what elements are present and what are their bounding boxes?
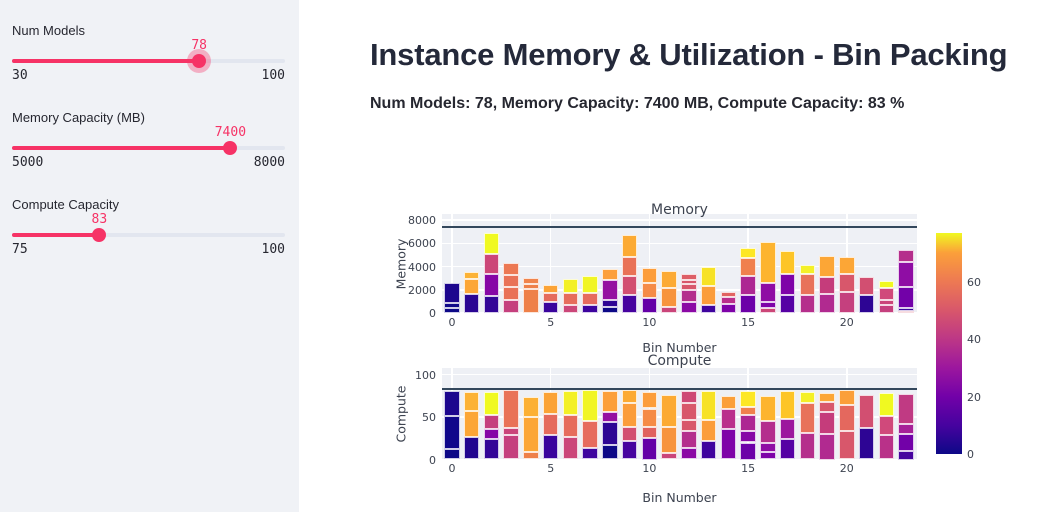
slider-max-compute-capacity: 100	[261, 242, 285, 257]
num-models-slider-fill	[12, 59, 200, 63]
slider-min-compute-capacity: 75	[12, 242, 28, 257]
slider-group-num-models: Num Models 78 30 100	[12, 23, 287, 87]
memory-capacity-slider-fill	[12, 146, 231, 150]
slider-minmax-memory-capacity: 5000 8000	[12, 155, 285, 170]
subtitle-params: Num Models: 78, Memory Capacity: 7400 MB…	[370, 95, 905, 112]
slider-value-memory-capacity: 7400	[214, 125, 247, 140]
compute-capacity-slider-track[interactable]	[12, 228, 285, 242]
slider-min-num-models: 30	[12, 68, 28, 83]
slider-max-num-models: 100	[261, 68, 285, 83]
slider-min-memory-capacity: 5000	[12, 155, 44, 170]
memory-capacity-slider-track[interactable]	[12, 141, 285, 155]
num-models-slider-track[interactable]	[12, 54, 285, 68]
page-title: Instance Memory & Utilization - Bin Pack…	[370, 37, 1008, 72]
main-content: Instance Memory & Utilization - Bin Pack…	[299, 0, 1063, 512]
memory-capacity-slider-thumb[interactable]	[223, 141, 238, 155]
compute-capacity-slider-fill	[12, 233, 100, 237]
slider-value-compute-capacity: 83	[91, 212, 108, 227]
slider-group-memory-capacity: Memory Capacity (MB) 7400 5000 8000	[12, 110, 287, 174]
slider-label-num-models: Num Models	[12, 23, 85, 38]
slider-max-memory-capacity: 8000	[253, 155, 285, 170]
compute-capacity-slider-thumb[interactable]	[92, 228, 107, 242]
slider-label-memory-capacity: Memory Capacity (MB)	[12, 110, 145, 125]
num-models-slider-thumb[interactable]	[192, 54, 207, 68]
slider-minmax-num-models: 30 100	[12, 68, 285, 83]
slider-value-num-models: 78	[191, 38, 208, 53]
slider-label-compute-capacity: Compute Capacity	[12, 197, 119, 212]
slider-minmax-compute-capacity: 75 100	[12, 242, 285, 257]
